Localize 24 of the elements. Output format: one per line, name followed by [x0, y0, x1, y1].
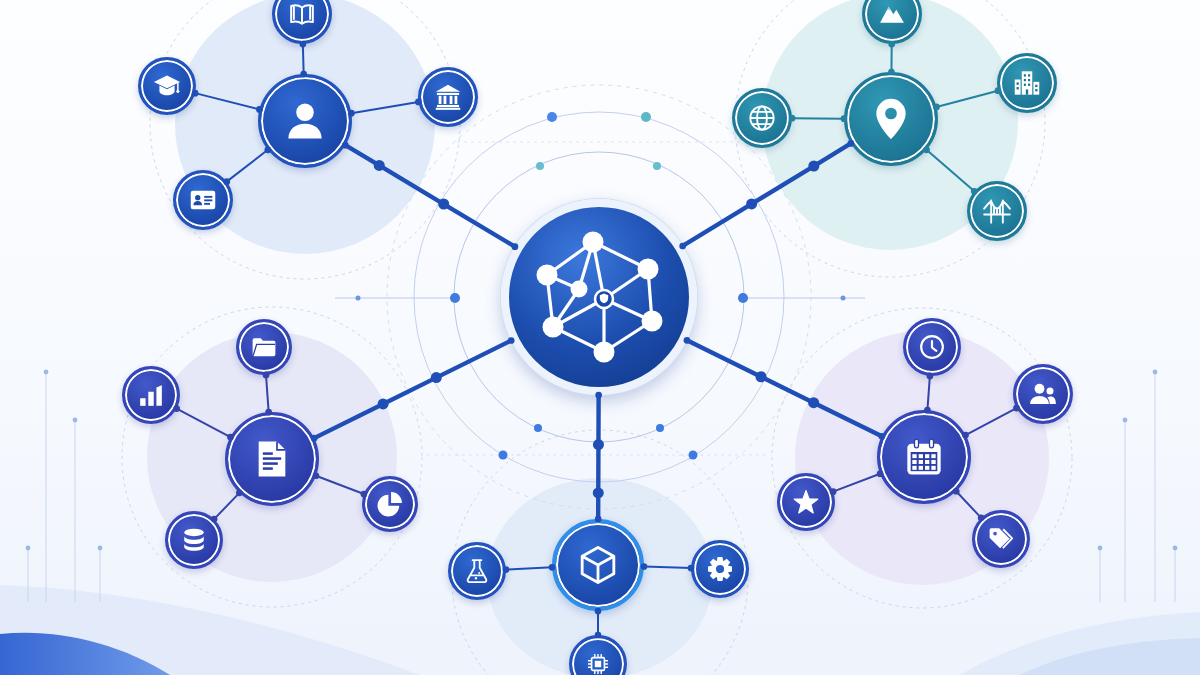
node-circle	[122, 366, 180, 424]
connector	[299, 40, 308, 78]
node-circle	[903, 318, 961, 376]
node-circle	[1013, 364, 1073, 424]
node-circle	[997, 53, 1057, 113]
connector	[924, 372, 934, 414]
connector	[933, 87, 1002, 111]
node-circle	[138, 57, 196, 115]
connector	[210, 489, 243, 523]
connector	[952, 487, 985, 522]
connector	[223, 146, 272, 185]
connector	[191, 89, 263, 113]
connector	[923, 146, 978, 195]
node-circle	[967, 181, 1027, 241]
node-circle	[173, 170, 233, 230]
connector	[888, 40, 896, 76]
connector	[962, 404, 1020, 439]
node-circle	[236, 319, 292, 375]
connector	[262, 371, 272, 416]
node-circle	[448, 542, 506, 600]
connector	[594, 607, 602, 639]
connector	[173, 405, 234, 441]
connector	[640, 563, 695, 572]
connector	[502, 563, 556, 573]
